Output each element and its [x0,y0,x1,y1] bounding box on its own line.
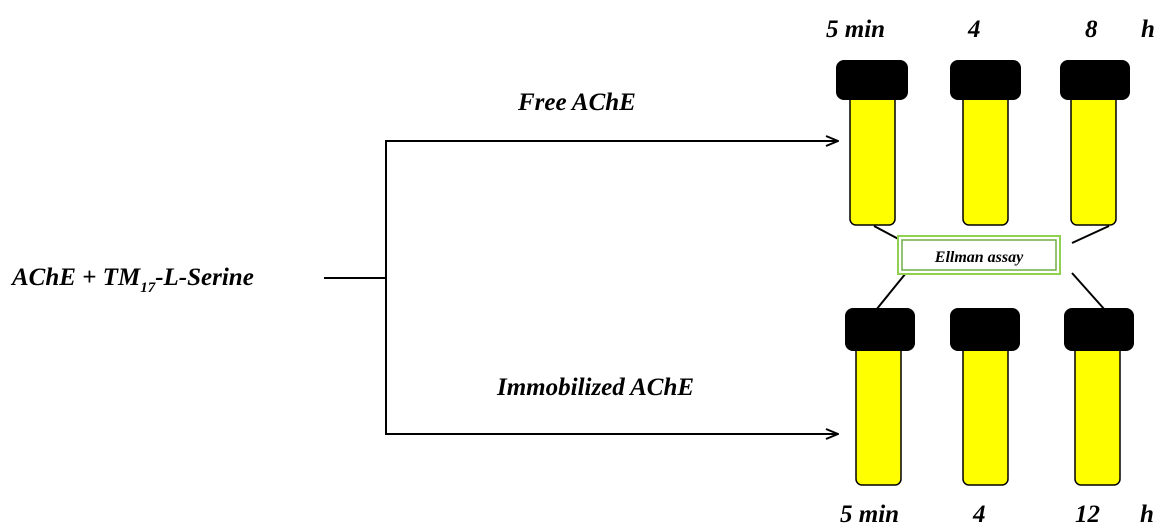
reagent-subscript: 17 [140,280,156,296]
reagent-suffix: -L-Serine [155,264,254,291]
bottom-tube-2 [950,308,1020,486]
top-tube-2 [950,60,1021,226]
assay-connector-bottom-left [875,272,907,311]
top-time-unit: h [1141,16,1155,43]
assay-connector-top-right [1071,225,1110,244]
bottom-time-unit: h [1140,501,1154,528]
tube-cap [836,60,908,100]
reagent-main: AChE + TM [10,264,141,291]
tube-cap [845,308,915,351]
top-time-label-1: 5 min [826,16,885,43]
top-time-label-2: 4 [967,16,981,43]
tube-body [1070,91,1117,226]
bottom-tube-1 [845,308,915,486]
top-tube-1 [836,60,908,226]
free-ache-label: Free AChE [517,89,636,116]
tube-cap [950,60,1021,100]
tube-cap [950,308,1020,351]
tube-body [1074,339,1121,486]
tube-body [855,339,902,486]
immobilized-ache-label: Immobilized AChE [496,374,694,401]
ellman-assay-label: Ellman assay [934,249,1024,266]
tube-body [962,91,1009,226]
bottom-time-label-2: 4 [972,501,986,528]
tube-cap [1064,308,1134,351]
tube-cap [1060,60,1130,100]
bottom-time-label-3: 12 [1075,501,1100,528]
reagent-label: AChE + TM17-L-Serine [10,264,254,296]
ellman-assay-box-inner [901,239,1057,271]
tube-body [962,339,1009,486]
bottom-time-label-1: 5 min [840,501,899,528]
bottom-tube-3 [1064,308,1134,486]
top-time-label-3: 8 [1085,16,1098,43]
assay-connector-bottom-right [1071,272,1106,311]
top-tube-3 [1060,60,1130,226]
tube-body [849,91,896,226]
